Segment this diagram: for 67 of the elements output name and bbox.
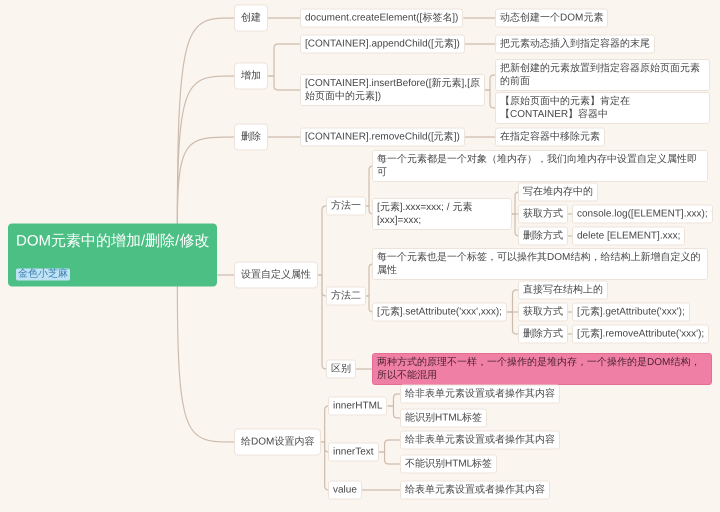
subtopic-box: document.createElement([标签名]) (300, 8, 464, 28)
subtopic-box: 方法一 (326, 196, 366, 216)
subtopic-box: 每一个元素都是一个对象（堆内存），我们向堆内存中设置自定义属性即可 (372, 150, 708, 182)
connector-line (318, 274, 327, 370)
subtopic-box: [元素].getAttribute('xxx'); (572, 302, 690, 322)
subtopic-box: 不能识别HTML标签 (400, 454, 498, 474)
subtopic-box: 给非表单元素设置或者操作其内容 (400, 384, 560, 404)
connector-line (176, 286, 234, 443)
subtopic-box: [元素].setAttribute('xxx',xxx); (372, 302, 507, 322)
subtopic-box: innerText (328, 442, 379, 462)
connector-line (366, 295, 374, 313)
subtopic-box: 每一个元素也是一个标签，可以操作其DOM结构，给结构上新增自定义的属性 (372, 248, 708, 280)
connector-line (512, 213, 520, 237)
connector-line (268, 17, 300, 19)
subtopic-box: console.log([ELEMENT].xxx); (572, 204, 713, 224)
connector-line (463, 17, 495, 19)
connector-line (176, 136, 234, 224)
subtopic-box: [元素].removeAttribute('xxx'); (572, 324, 710, 344)
subtopic-box: 方法二 (326, 286, 366, 306)
connector-line (485, 89, 495, 109)
subtopic-box: 在指定容器中移除元素 (495, 128, 605, 146)
subtopic-box: 直接写在结构上的 (518, 280, 608, 300)
subtopic-box: 动态创建一个DOM元素 (495, 8, 608, 28)
connector-line (321, 405, 330, 443)
connector-line (268, 75, 300, 91)
connector-line (356, 368, 372, 370)
subtopic-box: 给非表单元素设置或者操作其内容 (400, 430, 560, 450)
connector-line (387, 405, 400, 419)
highlighted-note-box: 两种方式的原理不一样，一个操作的是堆内存，一个操作的是DOM结构，所以不能混用 (372, 353, 712, 385)
connector-line (464, 43, 495, 45)
subtopic-box: 写在堆内存中的 (518, 182, 598, 202)
subtopic-box: 【原始页面中的元素】肯定在【CONTAINER】容器中 (495, 92, 710, 124)
connector-line (321, 441, 330, 491)
subtopic-box: value (328, 480, 362, 500)
subtopic-box: [CONTAINER].appendChild([元素]) (300, 34, 465, 54)
connector-line (366, 165, 374, 207)
subtopic-box: [CONTAINER].removeChild([元素]) (300, 128, 465, 146)
central-topic-box (8, 224, 218, 286)
branch-topic-box: 给DOM设置内容 (234, 428, 322, 456)
connector-line (366, 205, 374, 215)
subtopic-box: [元素].xxx=xxx; / 元素[xxx]=xxx; (372, 198, 512, 230)
subtopic-box: 能识别HTML标签 (400, 408, 488, 428)
author-tag: 金色小芝麻 (16, 268, 70, 280)
branch-topic-box: 增加 (234, 62, 268, 90)
subtopic-box: 获取方式 (518, 302, 568, 322)
branch-topic-box: 设置自定义属性 (234, 262, 318, 288)
branch-topic-box: 创建 (234, 4, 268, 32)
branch-topic-box: 删除 (234, 124, 268, 150)
connector-line (268, 136, 300, 138)
subtopic-box: 删除方式 (518, 324, 568, 344)
subtopic-box: 把新创建的元素放置到指定容器原始页面元素的前面 (495, 59, 710, 91)
subtopic-box: 获取方式 (518, 204, 568, 224)
subtopic-box: 区别 (326, 360, 356, 378)
subtopic-box: 把元素动态插入到指定容器的末尾 (495, 34, 655, 54)
connector-line (506, 311, 518, 335)
subtopic-box: 给表单元素设置或者操作其内容 (400, 480, 550, 500)
connector-line (464, 136, 495, 138)
connector-line (362, 489, 400, 491)
subtopic-box: delete [ELEMENT].xxx; (572, 226, 686, 246)
connector-line (366, 263, 374, 297)
connector-line (217, 274, 234, 276)
title-text: DOM元素中的增加/删除/修改 (16, 232, 210, 252)
connector-line (512, 191, 520, 215)
subtopic-box: innerHTML (328, 396, 388, 416)
subtopic-box: 删除方式 (518, 226, 568, 246)
subtopic-box: [CONTAINER].insertBefore([新元素],[原始页面中的元素]) (300, 74, 485, 106)
connector-line (378, 451, 400, 465)
